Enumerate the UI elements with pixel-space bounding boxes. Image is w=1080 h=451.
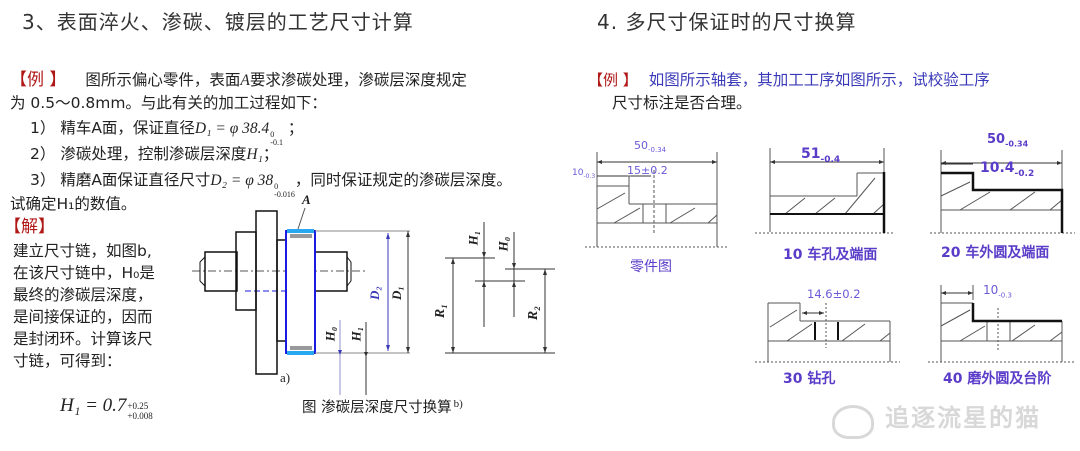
dim-part-50: 50-0.34 (634, 139, 667, 155)
section-4-heading: 4. 多尺寸保证时的尺寸换算 (597, 10, 857, 34)
label-A: A (302, 192, 311, 207)
sublabel-a: a) (280, 370, 291, 385)
caption-op20: 20 车外圆及端面 (941, 245, 1050, 261)
dim-part-10: 10-0.3 (572, 168, 596, 180)
cat-logo-icon (832, 404, 874, 439)
dim-op40-10: 10-0.3 (983, 283, 1012, 300)
caption-op40: 40 磨外圆及台阶 (943, 371, 1052, 387)
solution-text: 建立尺寸链，如图b, 在该尺寸链中，H₀是 最终的渗碳层深度， 是间接保证的，因… (13, 242, 155, 370)
question-line: 试确定H₁的数值。 (10, 195, 137, 213)
example-paragraph-right-line2: 尺寸标注是否合理。 (612, 94, 752, 112)
section-3-heading: 3、表面淬火、渗碳、镀层的工艺尺寸计算 (22, 10, 414, 34)
dim-op20-104: 10.4-0.2 (980, 160, 1035, 179)
example-paragraph-right: 【例 】 如图所示轴套，其加工工序如图所示，试校验工序 (588, 71, 990, 89)
step-2: 2） 渗碳处理，控制渗碳层深度H₁； (30, 145, 279, 163)
example-paragraph-line2: 为 0.5～0.8mm。与此有关的加工过程如下： (10, 94, 327, 112)
solution-tag: 【解】 (4, 217, 55, 237)
caption-part-drawing: 零件图 (630, 259, 672, 275)
surface-a-label: A (240, 72, 250, 89)
dim-op20-50: 50-0.34 (987, 132, 1029, 149)
watermark: 追逐流星的猫 (832, 398, 1041, 439)
example-paragraph-left: 【例 】 图所示偏心零件，表面A要求渗碳处理，渗碳层深度规定 (10, 70, 467, 90)
dim-part-15: 15±0.2 (627, 164, 668, 177)
result-formula: H₁ = 0.7+0.25+0.008 (60, 395, 153, 421)
caption-op30: 30 钻孔 (783, 371, 836, 387)
example-tag: 【例 】 (10, 70, 67, 90)
caption-op10: 10 车孔及端面 (783, 247, 878, 263)
dim-op10-51: 51-0.4 (801, 146, 841, 165)
dim-op30-146: 14.6±0.2 (807, 287, 861, 301)
